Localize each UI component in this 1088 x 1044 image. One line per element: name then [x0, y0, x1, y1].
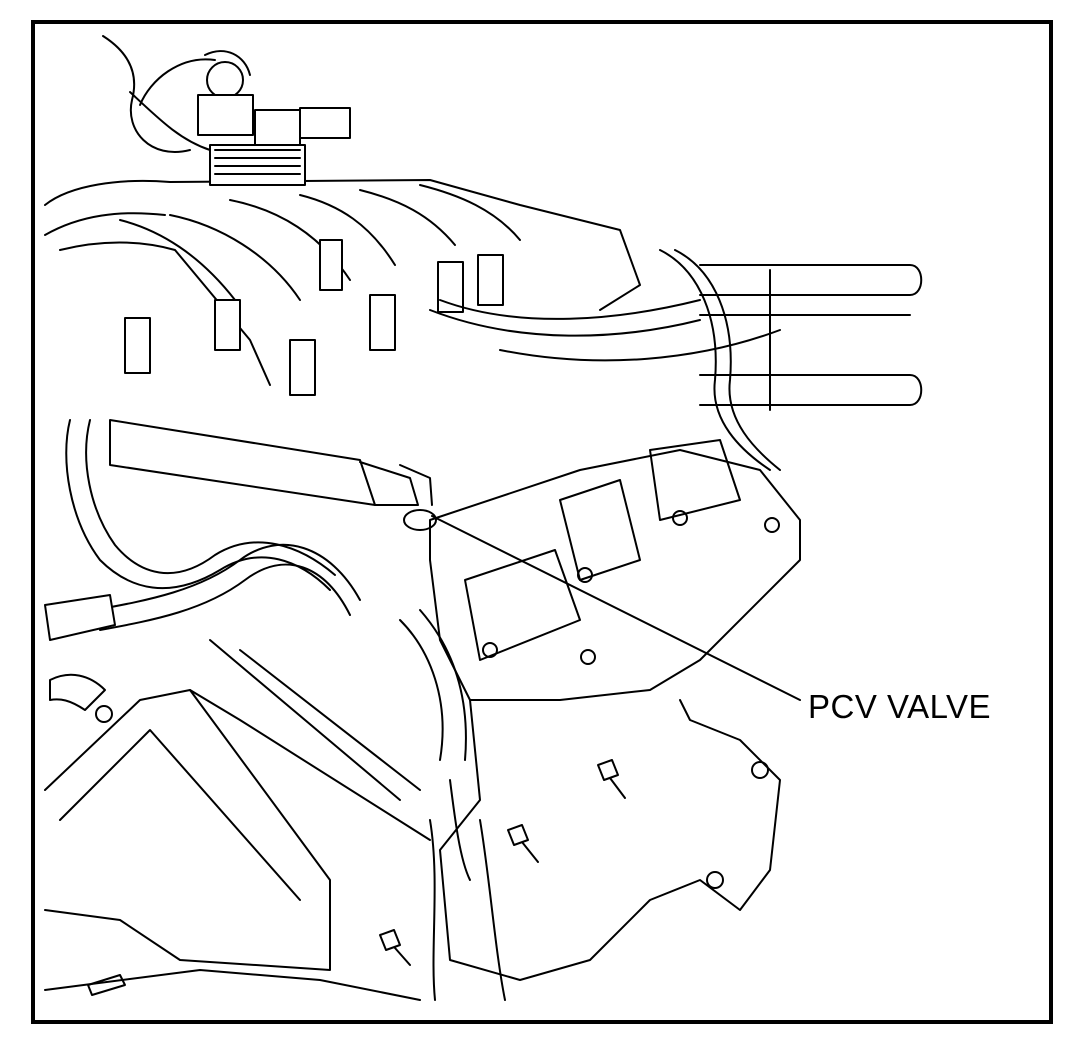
engine-line-art — [44, 35, 923, 1001]
diagram-border — [31, 20, 1053, 1024]
callout-leader-line — [431, 515, 801, 701]
pcv-valve-label: PCV VALVE — [808, 688, 992, 725]
